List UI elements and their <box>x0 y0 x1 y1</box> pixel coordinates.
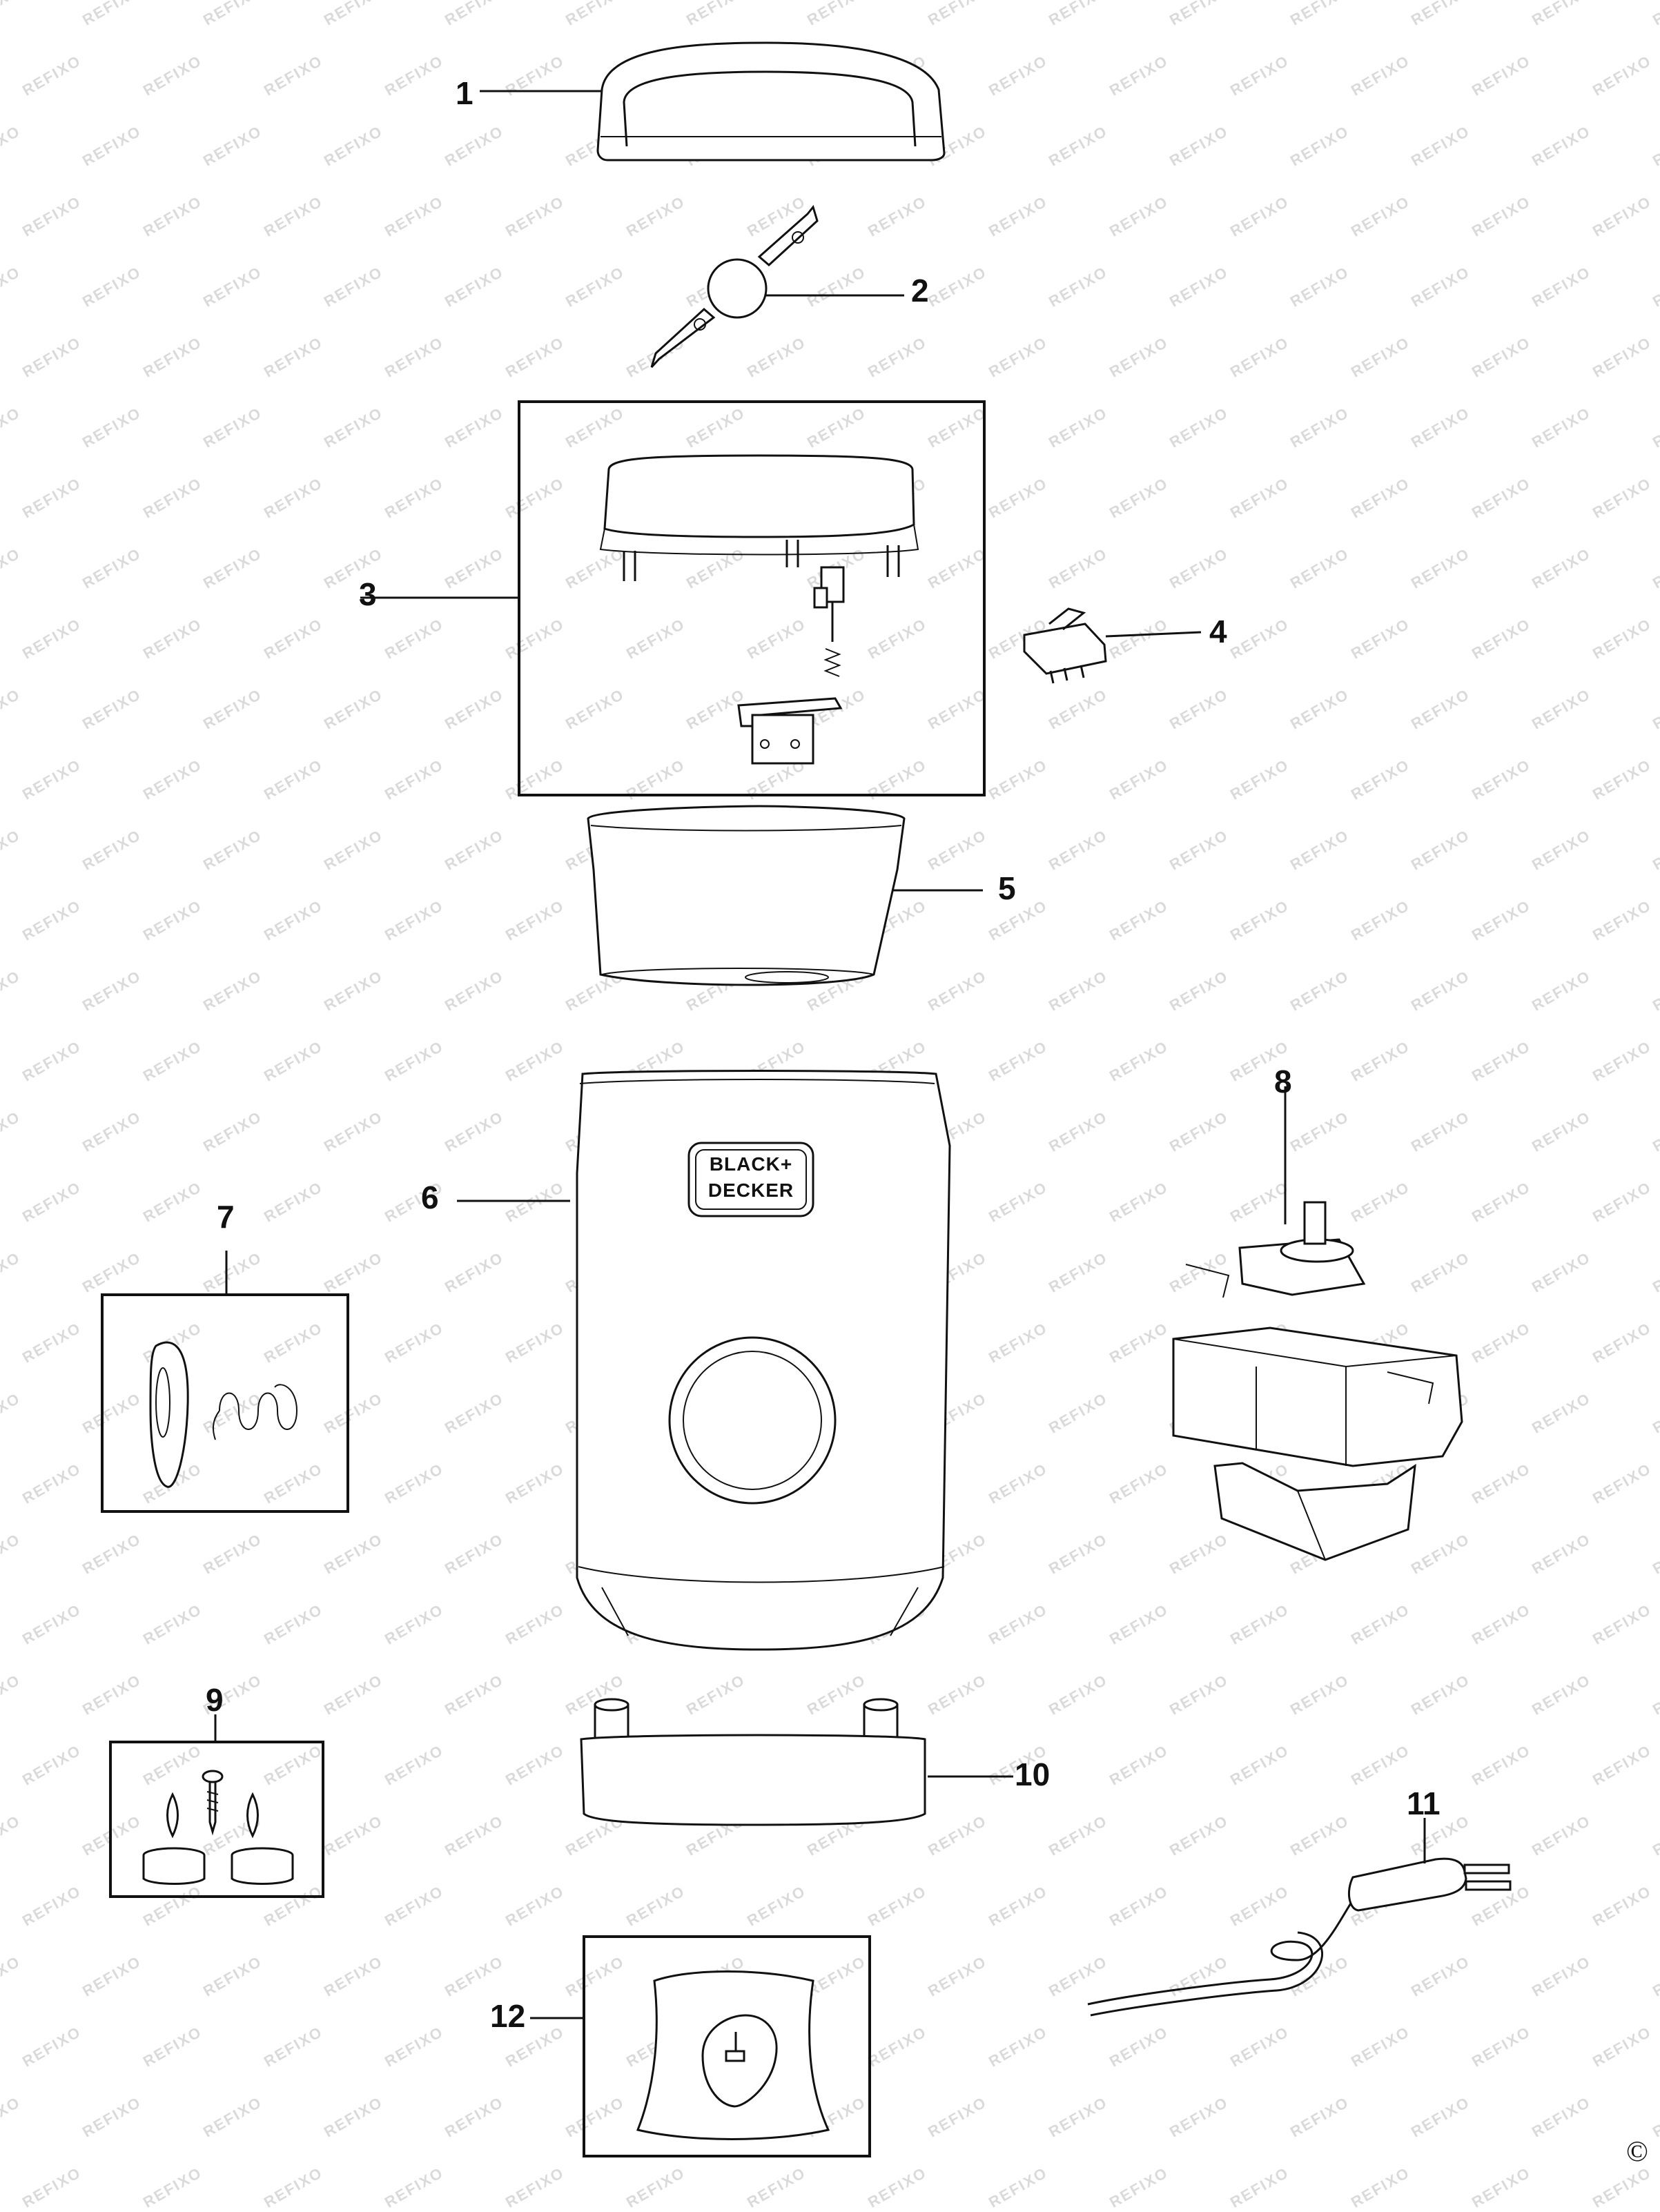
part-7-button-spring <box>101 1251 349 1513</box>
part-6-housing <box>457 1070 951 1651</box>
part-5-bowl <box>587 805 983 986</box>
part-label-10: 10 <box>1015 1756 1051 1792</box>
part-label-2: 2 <box>911 273 929 309</box>
part-label-9: 9 <box>206 1682 224 1718</box>
part-12-label-plate <box>530 1935 871 2157</box>
part-2-blade <box>650 204 904 369</box>
part-10-base <box>580 1698 1013 1826</box>
part-8-motor <box>1172 1086 1463 1561</box>
brand-logo-line2: DECKER <box>707 1180 794 1201</box>
part-9-screw-feet <box>109 1714 324 1898</box>
part-label-4: 4 <box>1209 614 1227 649</box>
part-label-7: 7 <box>217 1199 235 1235</box>
part-11-power-cord <box>1087 1818 1512 2017</box>
part-1-lid <box>480 41 946 162</box>
part-3-switch-assembly <box>360 400 986 796</box>
part-label-3: 3 <box>359 576 377 612</box>
brand-logo: BLACK+ DECKER <box>696 1151 806 1209</box>
part-label-6: 6 <box>421 1180 439 1215</box>
part-4-micro-switch <box>1023 607 1202 684</box>
part-label-1: 1 <box>456 75 473 111</box>
copyright-symbol: © <box>1626 2136 1648 2168</box>
part-label-5: 5 <box>998 870 1016 906</box>
part-label-11: 11 <box>1407 1785 1441 1821</box>
part-label-12: 12 <box>490 1998 526 2034</box>
brand-logo-line1: BLACK+ <box>709 1153 793 1175</box>
part-label-8: 8 <box>1274 1064 1292 1099</box>
